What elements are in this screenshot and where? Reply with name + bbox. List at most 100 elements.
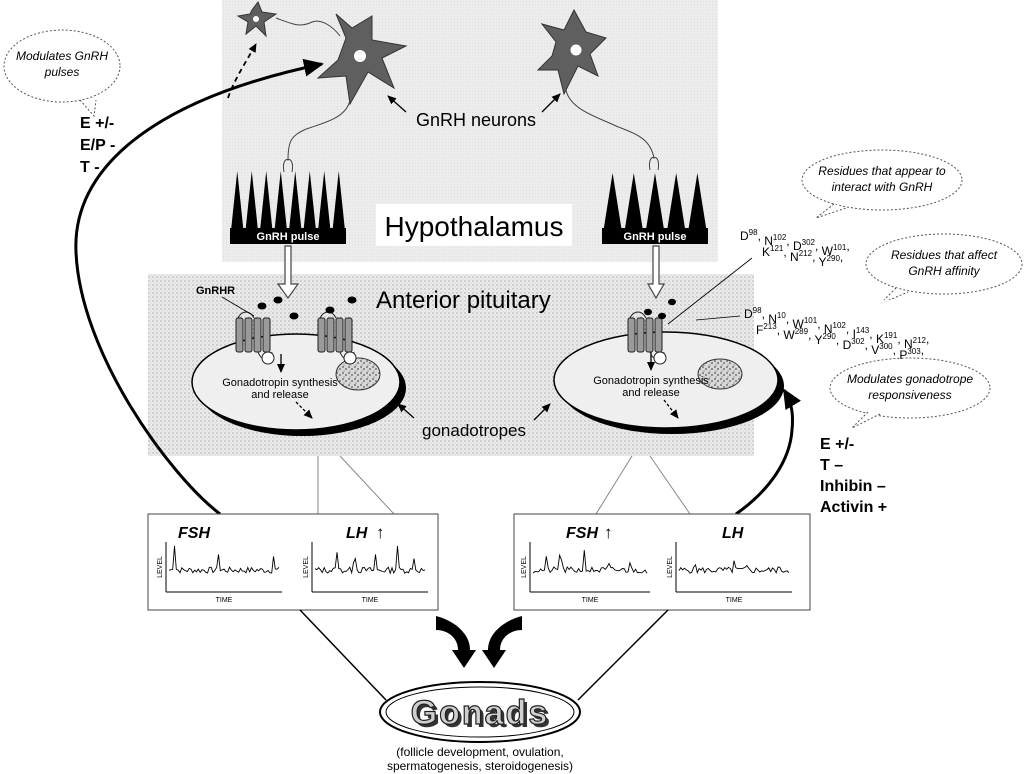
gonads-caption-line1: (follicle development, ovulation, [396,745,563,759]
callout-affinity [865,233,1023,295]
pulse-spike [688,173,707,229]
gnrh-pulse-bar-right [602,228,708,244]
receptor-helix [335,317,344,353]
callout-interact [801,149,963,211]
plot-box-left [147,513,439,611]
plot-left-lh-arrow: ↑ [376,523,385,542]
pulse-spike [245,171,258,229]
gnrhr-label: GnRHR [196,285,235,297]
axon-right [565,89,655,159]
cell-text-right-1: Gonadotropin synthesis [593,375,709,387]
callout-gnrh-pulses-line2: pulses [44,65,80,79]
receptor-helix [645,317,654,353]
hormone-trace [314,545,426,575]
gnrh-neuron-small-left [236,0,278,38]
callout-interact-line2: interact with GnRH [832,180,933,194]
gonads-caption-line2: spermatogenesis, steroidogenesis) [387,759,573,773]
axis-label-level: LEVEL [667,556,674,578]
plot-left-fsh: LEVEL TIME [157,542,282,604]
receptor-helix [654,317,663,353]
gnrh-neuron-large-left [316,13,408,106]
receptor-helix [317,317,326,353]
gnrh-neuron-right [536,8,607,96]
callout-responsiveness [829,357,991,419]
gnrh-receptor-left-a [235,311,275,365]
hormone-trace [532,550,648,574]
axis-label-level: LEVEL [303,556,310,578]
gnrh-pulse-spikes-right [603,173,707,229]
nucleus-right [697,358,743,390]
cell-text-left-2: and release [251,389,309,401]
gonadotropin-flow-arrows [436,616,522,668]
callout-affinity-line2: GnRH affinity [908,264,980,278]
receptor-helix [235,317,244,353]
receptor-helix [627,317,636,353]
hollow-arrow-right [646,245,666,300]
feedback-right-4: Activin + [820,499,887,516]
plot-right-fsh-arrow: ↑ [604,523,613,542]
receptor-helix [326,317,335,353]
feedback-arrow-right [735,388,801,516]
gonads-ellipse-outer [379,681,581,743]
axis-label-level: LEVEL [157,556,164,578]
feedback-right-3: Inhibin – [820,478,886,495]
receptor-helix [636,317,645,353]
pulse-spike [231,171,244,229]
pulse-spike [603,173,622,229]
callout-responsiveness-line1: Modulates gonadotrope [847,372,973,386]
plot-right-lh: LEVEL TIME [667,542,792,604]
plot-box-right [513,513,811,611]
dashed-arrow-neuron [227,43,257,99]
callout-affinity-line1: Residues that affect [891,248,998,262]
axis-label-time: TIME [216,597,233,604]
gnrh-ligands [257,296,676,320]
callout-interact-line1: Residues that appear to [818,164,946,178]
anterior-pituitary-label: Anterior pituitary [376,287,551,314]
axis-label-time: TIME [726,597,743,604]
feedback-right-1: E +/- [820,436,854,453]
plot-left-lh-title: LH [346,525,368,542]
gnrh-pulse-bar-left [230,228,346,244]
axon-left [287,99,351,161]
feedback-left-1: E +/- [80,115,114,132]
hypothalamus-label: Hypothalamus [385,211,564,242]
gnrh-pulse-label-left: GnRH pulse [257,231,320,243]
feedback-arrow-left [74,58,324,516]
cell-text-right-2: and release [622,387,680,399]
gnrh-pulse-spikes-left [231,171,345,229]
plot-right-fsh-title: FSH [566,525,598,542]
plot-right-lh-title: LH [722,525,744,542]
receptor-helix [253,317,262,353]
hormone-trace [168,545,280,574]
plot-left-lh: LEVEL TIME [303,542,428,604]
nucleus-left [335,357,381,391]
callout-responsiveness-line2: responsiveness [868,388,951,402]
gonads-title: Gonads [411,694,550,732]
pulse-spike [289,171,302,229]
pulse-spike [667,173,686,229]
gonadotropes-label: gonadotropes [422,421,526,440]
feedback-left-2: E/P - [80,137,115,154]
pulse-spike [332,171,345,229]
gnrh-receptor-left-b [317,311,357,365]
feedback-right-2: T – [820,457,843,474]
gonads-title-shadow: Gonads [414,697,553,735]
receptor-helix [344,317,353,353]
pulse-spike [274,171,287,229]
axis-label-time: TIME [362,597,379,604]
pulse-spike [303,171,316,229]
callout-gnrh-pulses [3,29,121,103]
axis-label-level: LEVEL [521,556,528,578]
gonadotrope-cell-right [553,331,779,429]
plot-left-fsh-title: FSH [178,525,210,542]
gnrh-neurons-label: GnRH neurons [416,110,536,130]
pulse-spike [624,173,643,229]
receptor-helix [244,317,253,353]
gnrh-pulse-label-right: GnRH pulse [624,231,687,243]
gnrh-receptor-right [627,311,667,365]
hormone-trace [678,560,790,574]
receptor-helix [262,317,271,353]
